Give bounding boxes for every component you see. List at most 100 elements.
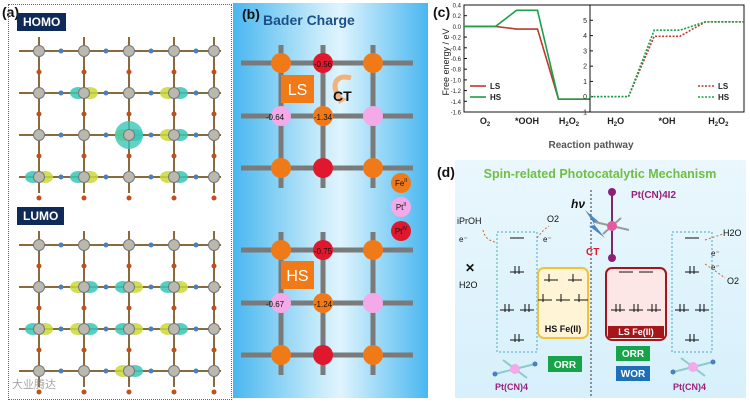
lattice-atom (363, 345, 383, 365)
ls-box (281, 75, 314, 103)
pt-ii-molecule-right (670, 357, 716, 377)
lumo-structure (19, 231, 221, 395)
c-atom (81, 389, 87, 395)
metal-atom (123, 323, 135, 335)
metal-atom (78, 323, 90, 335)
n-atom (58, 368, 64, 374)
c-atom (171, 305, 177, 311)
lattice-atom (313, 293, 333, 313)
lightning-icon (585, 210, 605, 238)
y-tick-label: -1.6 (451, 111, 462, 117)
charge-left: -0.67 (266, 300, 285, 309)
hs-fe-box (537, 267, 589, 339)
hv-label: hν (571, 197, 585, 211)
metal-atom (78, 129, 90, 141)
hs-fe-label: HS Fe(II) (545, 324, 582, 334)
c-atom (171, 389, 177, 395)
c-atom (211, 153, 217, 159)
metal-atom (168, 129, 180, 141)
x-tick-label: *OH (658, 116, 675, 126)
metal-atom (168, 281, 180, 293)
pt-iv-label: Pt(CN)4I2 (631, 190, 676, 201)
metal-atom (208, 323, 220, 335)
pt-ii-left-label: Pt(CN)4 (495, 382, 528, 392)
c-atom (171, 263, 177, 269)
plot-frame (589, 4, 745, 113)
charge-top: -0.56 (314, 60, 333, 69)
pt-ii-right-label: Pt(CN)4 (673, 382, 706, 392)
ls-fe-box (605, 267, 667, 341)
n-atom (58, 132, 64, 138)
series-line-hs (590, 21, 744, 98)
legend-swatch (391, 173, 411, 193)
n-atom (103, 174, 109, 180)
n-atom (148, 242, 154, 248)
n-atom (193, 48, 199, 54)
c-atom (126, 153, 132, 159)
n-atom (193, 90, 199, 96)
c-atom (211, 263, 217, 269)
right-column (671, 231, 713, 353)
y-tick-label: 0.4 (453, 4, 462, 10)
n-atom (58, 326, 64, 332)
lattice-atom (313, 106, 333, 126)
panel-b: Bader Charge -0.56-0.64-1.34-0.75-0.67-1… (233, 3, 428, 398)
lattice-atom (271, 345, 291, 365)
legend-label: PtII (396, 202, 406, 212)
c-atom (81, 263, 87, 269)
lumo-tag: LUMO (17, 207, 65, 225)
y-tick-label: 3 (583, 48, 587, 55)
c-atom (126, 111, 132, 117)
orr-left-box (548, 356, 582, 372)
n-atom (193, 242, 199, 248)
metal-atom (123, 129, 135, 141)
e-minus-4: e⁻ (711, 263, 720, 272)
x-axis-label: Reaction pathway (548, 140, 633, 151)
y-tick-label: 0.0 (453, 25, 462, 31)
n-atom (193, 326, 199, 332)
metal-atom (123, 365, 135, 377)
c-atom (126, 263, 132, 269)
metal-atom (78, 281, 90, 293)
c-atom (211, 195, 217, 201)
n-atom (148, 326, 154, 332)
n-atom (193, 174, 199, 180)
lattice-atom (363, 158, 383, 178)
metal-atom (33, 239, 45, 251)
bader-title: Bader Charge (263, 12, 355, 28)
metal-atom (33, 171, 45, 183)
c-atom (81, 195, 87, 201)
n-atom (103, 90, 109, 96)
c-atom (81, 347, 87, 353)
n-atom (58, 90, 64, 96)
o2-right-label: O2 (727, 276, 739, 286)
c-atom (126, 305, 132, 311)
y-tick-label: -1.4 (451, 100, 462, 106)
metal-atom (78, 239, 90, 251)
n-atom (103, 242, 109, 248)
metal-atom (78, 171, 90, 183)
panel-a: HOMO LUMO (8, 4, 232, 400)
n-atom (58, 48, 64, 54)
panel-d: Spin-related Photocatalytic Mechanism hν… (455, 160, 746, 398)
metal-atom (33, 323, 45, 335)
legend-label: PtIV (395, 226, 408, 236)
e-minus-3: e⁻ (711, 249, 720, 258)
charge-left: -0.64 (266, 113, 285, 122)
lattice-atom (363, 240, 383, 260)
metal-atom (208, 87, 220, 99)
lattice-atom (271, 293, 291, 313)
mechanism-diagram: Spin-related Photocatalytic Mechanism hν… (457, 167, 742, 396)
y-tick-label: 4 (583, 33, 587, 40)
metal-atom (208, 239, 220, 251)
lattice-atom (313, 345, 333, 365)
n-atom (58, 284, 64, 290)
homo-structure (19, 37, 221, 201)
panel-a-label: (a) (2, 4, 20, 20)
ls-fe-label-bg (608, 326, 664, 338)
n-atom (103, 284, 109, 290)
metal-atom (78, 45, 90, 57)
panel-d-label: (d) (437, 164, 455, 180)
n-atom (193, 368, 199, 374)
charge-top: -0.75 (314, 247, 333, 256)
